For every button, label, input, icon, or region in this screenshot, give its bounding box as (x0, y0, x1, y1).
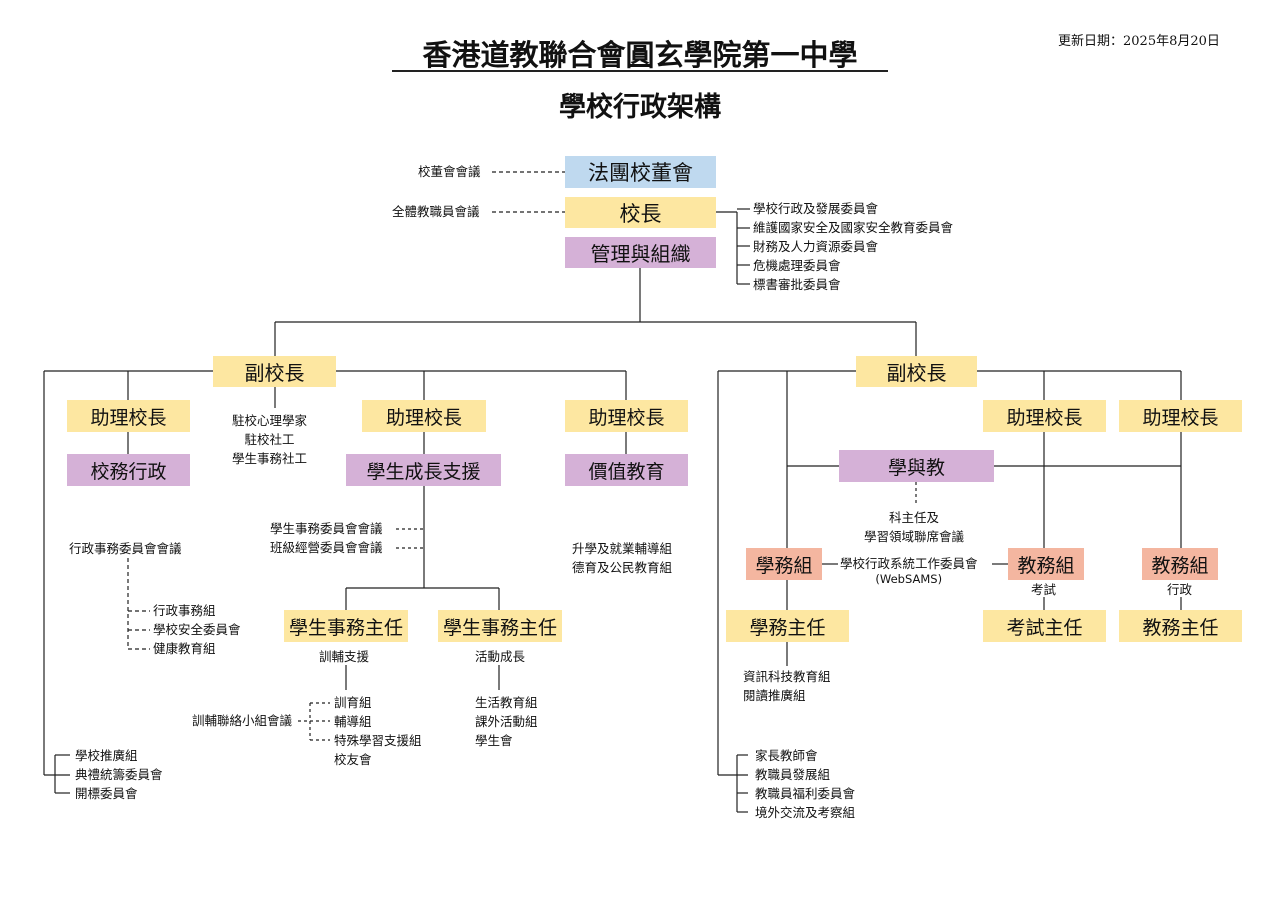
sa1-group-item: 訓育組 (334, 695, 372, 710)
right-bottom-group-item: 境外交流及考察組 (755, 805, 856, 820)
admin-group-item: 行政事務組 (153, 603, 216, 618)
admin-group-item: 學校安全委員會 (153, 622, 241, 637)
board-box: 法團校董會 (565, 156, 716, 188)
affairs-director-box: 教務主任 (1119, 610, 1242, 642)
committee-item: 學校行政及發展委員會 (753, 201, 879, 216)
right-bottom-group-item: 教職員福利委員會 (755, 786, 856, 801)
admin-affairs-box: 教務組 (1142, 548, 1218, 580)
committee-item: 財務及人力資源委員會 (753, 239, 879, 254)
support-staff-item: 駐校心理學家 (232, 413, 308, 428)
left-bottom-group-item: 學校推廣組 (75, 748, 138, 763)
committee-item: 標書審批委員會 (753, 277, 841, 292)
sa1-groups: 訓育組 輔導組 特殊學習支援組 校友會 (334, 693, 422, 769)
right-bottom-group-item: 家長教師會 (755, 748, 818, 763)
values-group-item: 德育及公民教育組 (572, 560, 673, 575)
left-bottom-group-item: 開標委員會 (75, 786, 138, 801)
values-box: 價值教育 (565, 454, 688, 486)
right-bottom-group-item: 教職員發展組 (755, 767, 831, 782)
sa2-group-item: 學生會 (475, 733, 513, 748)
committee-item: 維護國家安全及國家安全教育委員會 (753, 220, 954, 235)
sa2-group-item: 生活教育組 (475, 695, 538, 710)
right-bottom-groups: 家長教師會 教職員發展組 教職員福利委員會 境外交流及考察組 (755, 746, 855, 822)
growth-meeting-item: 班級經營委員會會議 (270, 540, 383, 555)
sa2-group-item: 課外活動組 (475, 714, 538, 729)
staff-meeting-label: 全體教職員會議 (392, 204, 480, 219)
committee-item: 危機處理委員會 (753, 258, 841, 273)
growth-meeting-item: 學生事務委員會會議 (270, 521, 383, 536)
chart-title: 學校行政架構 (559, 92, 721, 123)
board-meeting-label: 校董會會議 (418, 164, 481, 179)
left-ap2-box: 助理校長 (362, 400, 486, 432)
learning-meeting-line: 科主任及 (889, 510, 940, 525)
sa1-group-item: 特殊學習支援組 (334, 733, 422, 748)
admin-group-item: 健康教育組 (153, 641, 216, 656)
exam-director-box: 考試主任 (983, 610, 1106, 642)
principal-box: 校長 (565, 197, 716, 228)
learning-meeting-line: 學習領域聯席會議 (864, 529, 965, 544)
academic-box: 學務組 (746, 548, 822, 580)
right-ap2-box: 助理校長 (1119, 400, 1242, 432)
left-ap1-box: 助理校長 (67, 400, 190, 432)
school-name: 香港道教聯合會圓玄學院第一中學 (422, 38, 858, 72)
admin-meeting-label: 行政事務委員會會議 (69, 541, 182, 556)
academic-group-item: 資訊科技教育組 (743, 669, 831, 684)
websams-line: (WebSAMS) (875, 572, 943, 586)
left-bottom-group-item: 典禮統籌委員會 (75, 767, 163, 782)
growth-meetings: 學生事務委員會會議 班級經營委員會會議 (270, 519, 383, 557)
left-vp-box: 副校長 (213, 356, 336, 387)
admin-groups: 行政事務組 學校安全委員會 健康教育組 (153, 601, 241, 658)
academic-group-item: 閱讀推廣組 (743, 688, 806, 703)
left-ap3-box: 助理校長 (565, 400, 688, 432)
sa1-group-item: 輔導組 (334, 714, 372, 729)
left-bottom-groups: 學校推廣組 典禮統籌委員會 開標委員會 (75, 746, 163, 803)
sa2-groups: 生活教育組 課外活動組 學生會 (475, 693, 538, 750)
websams-label: 學校行政系統工作委員會 (WebSAMS) (840, 554, 978, 586)
learning-meeting-label: 科主任及 學習領域聯席會議 (864, 508, 964, 546)
values-groups: 升學及就業輔導組 德育及公民教育組 (572, 539, 672, 577)
support-staff-item: 學生事務社工 (232, 451, 308, 466)
right-ap1-box: 助理校長 (983, 400, 1106, 432)
academic-groups: 資訊科技教育組 閱讀推廣組 (743, 667, 831, 705)
update-date: 更新日期：2025年8月20日 (1058, 34, 1220, 49)
growth-box: 學生成長支援 (346, 454, 501, 486)
exam-affairs-box: 教務組 (1008, 548, 1084, 580)
learning-box: 學與教 (839, 450, 994, 482)
academic-director-box: 學務主任 (726, 610, 849, 642)
admin-sub-label: 行政 (1167, 582, 1193, 597)
values-group-item: 升學及就業輔導組 (572, 541, 673, 556)
sa1-sub-label: 訓輔支援 (319, 649, 370, 664)
websams-line: 學校行政系統工作委員會 (840, 556, 978, 571)
support-staff-list: 駐校心理學家 駐校社工 學生事務社工 (232, 411, 307, 468)
principal-committees: 學校行政及發展委員會 維護國家安全及國家安全教育委員會 財務及人力資源委員會 危… (753, 199, 953, 294)
sa2-sub-label: 活動成長 (475, 649, 526, 664)
sa1-group-item: 校友會 (334, 752, 372, 767)
sa-director2-box: 學生事務主任 (438, 610, 562, 642)
support-staff-item: 駐校社工 (244, 432, 295, 447)
sa-director1-box: 學生事務主任 (284, 610, 408, 642)
management-box: 管理與組織 (565, 237, 716, 268)
counsel-meeting-label: 訓輔聯絡小組會議 (192, 713, 293, 728)
right-vp-box: 副校長 (856, 356, 977, 387)
exam-sub-label: 考試 (1031, 582, 1057, 597)
admin-box: 校務行政 (67, 454, 190, 486)
